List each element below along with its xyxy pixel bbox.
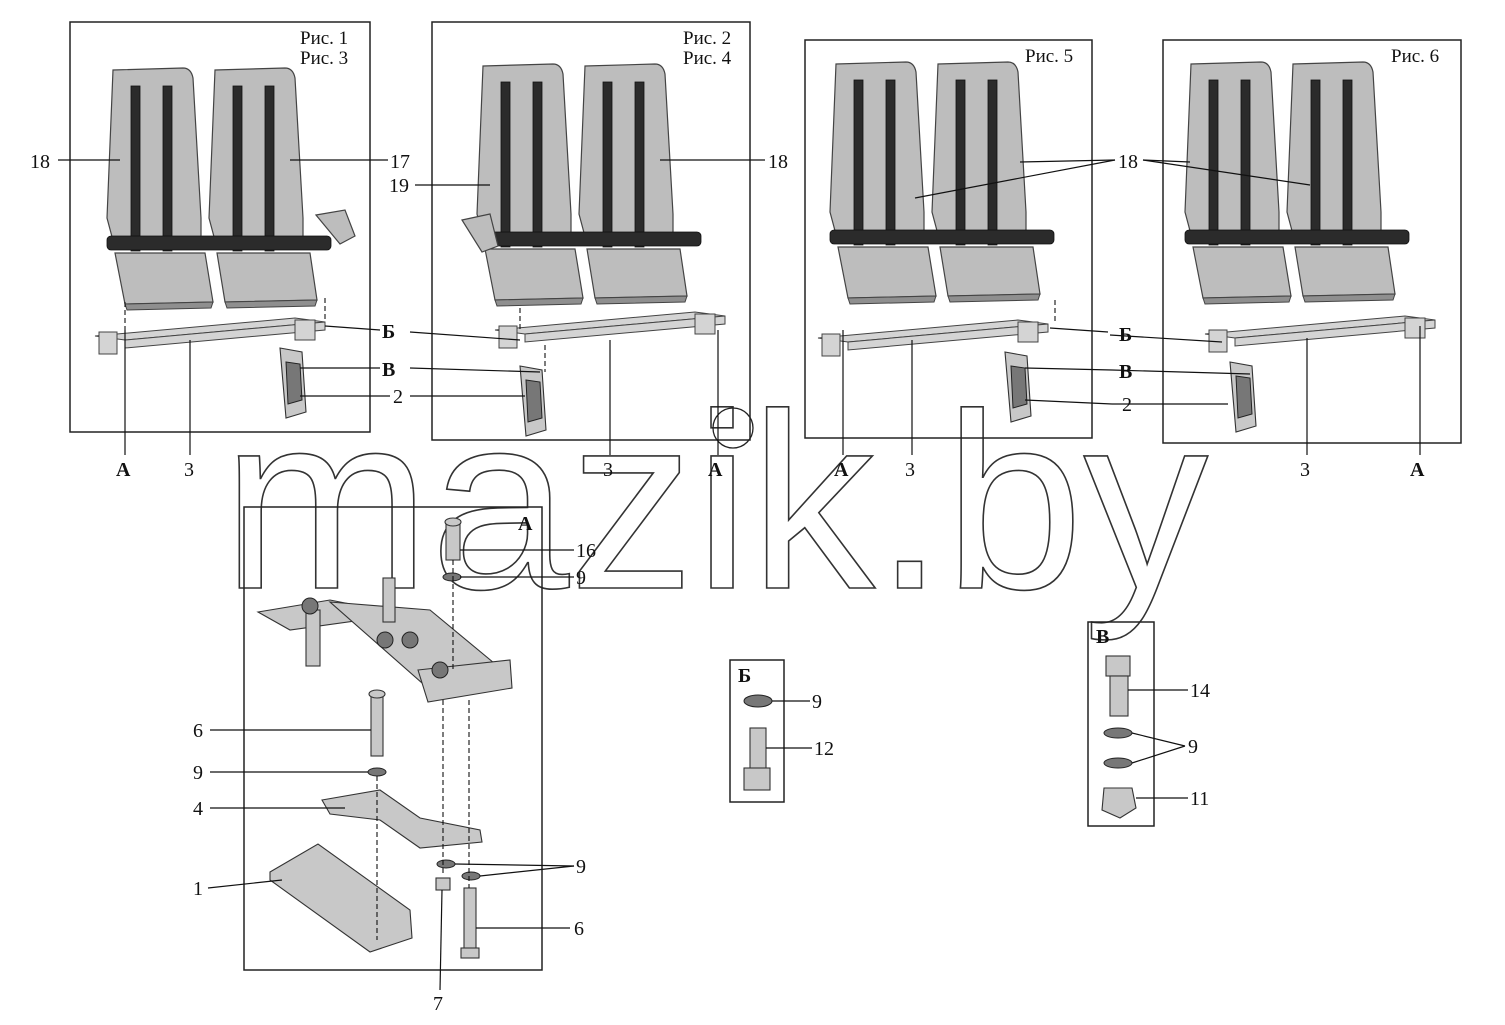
view-label: В (1096, 626, 1109, 648)
part-label-16: 16 (576, 540, 596, 562)
figure-label: Рис. 6 (1391, 46, 1439, 67)
part-label-9: 9 (576, 567, 586, 589)
part-label-6: 6 (574, 918, 584, 940)
view-label-a: А (1410, 459, 1425, 481)
part-label-19: 19 (389, 175, 409, 197)
seat-frame (1204, 315, 1436, 353)
seat-pair (829, 61, 1055, 305)
part-label-3: 3 (905, 459, 915, 481)
part-label-4: 4 (193, 798, 203, 820)
view-label: Б (738, 665, 751, 687)
figure-panel-1-3: Рис. 1 Рис. 3 (69, 21, 371, 433)
part-label-1: 1 (193, 878, 203, 900)
part-label-2: 2 (1122, 394, 1132, 416)
figure-panel-6: Рис. 6 (1162, 39, 1462, 444)
detail-a-panel: А (243, 506, 543, 971)
seat-frame (94, 317, 326, 355)
seat-pair (476, 63, 702, 307)
detail-v-panel: В (1087, 621, 1155, 827)
figure-label: Рис. 5 (1025, 46, 1073, 67)
part-label-17: 17 (390, 151, 410, 173)
part-label-9: 9 (812, 691, 822, 713)
view-label-v: В (1119, 361, 1132, 383)
figure-panel-5: Рис. 5 (804, 39, 1093, 439)
seat-frame (817, 319, 1049, 357)
part-label-18: 18 (1118, 151, 1138, 173)
part-label-6: 6 (193, 720, 203, 742)
part-label-14: 14 (1190, 680, 1210, 702)
part-labels: 18 17 Б В 2 3 А 19 18 3 А 18 Б В 2 3 А 3… (30, 151, 1425, 1015)
figure-label: Рис. 3 (300, 48, 348, 69)
part-label-3: 3 (184, 459, 194, 481)
view-label-b: Б (1119, 324, 1132, 346)
part-label-18: 18 (768, 151, 788, 173)
view-label-a: А (834, 459, 849, 481)
part-label-9: 9 (576, 856, 586, 878)
part-label-7: 7 (433, 993, 443, 1015)
view-label-b: Б (382, 321, 395, 343)
detail-b-panel: Б (729, 659, 785, 803)
leader-lines (58, 159, 1421, 991)
view-label-a: А (116, 459, 131, 481)
part-label-3: 3 (1300, 459, 1310, 481)
figure-panel-2-4: Рис. 2 Рис. 4 (431, 21, 754, 449)
part-label-18: 18 (30, 151, 50, 173)
bracket (1229, 361, 1257, 433)
part-label-9: 9 (1188, 736, 1198, 758)
part-label-9: 9 (193, 762, 203, 784)
part-label-2: 2 (393, 386, 403, 408)
armrest (314, 209, 356, 245)
seat-pair (106, 67, 332, 311)
view-label: А (518, 513, 533, 535)
part-label-11: 11 (1190, 788, 1209, 810)
part-label-3: 3 (603, 459, 613, 481)
figure-label: Рис. 4 (683, 48, 732, 69)
view-label-a: А (708, 459, 723, 481)
figure-label: Рис. 1 (300, 28, 348, 49)
armrest (461, 213, 499, 253)
figure-label: Рис. 2 (683, 28, 731, 49)
part-label-12: 12 (814, 738, 834, 760)
view-label-v: В (382, 359, 395, 381)
